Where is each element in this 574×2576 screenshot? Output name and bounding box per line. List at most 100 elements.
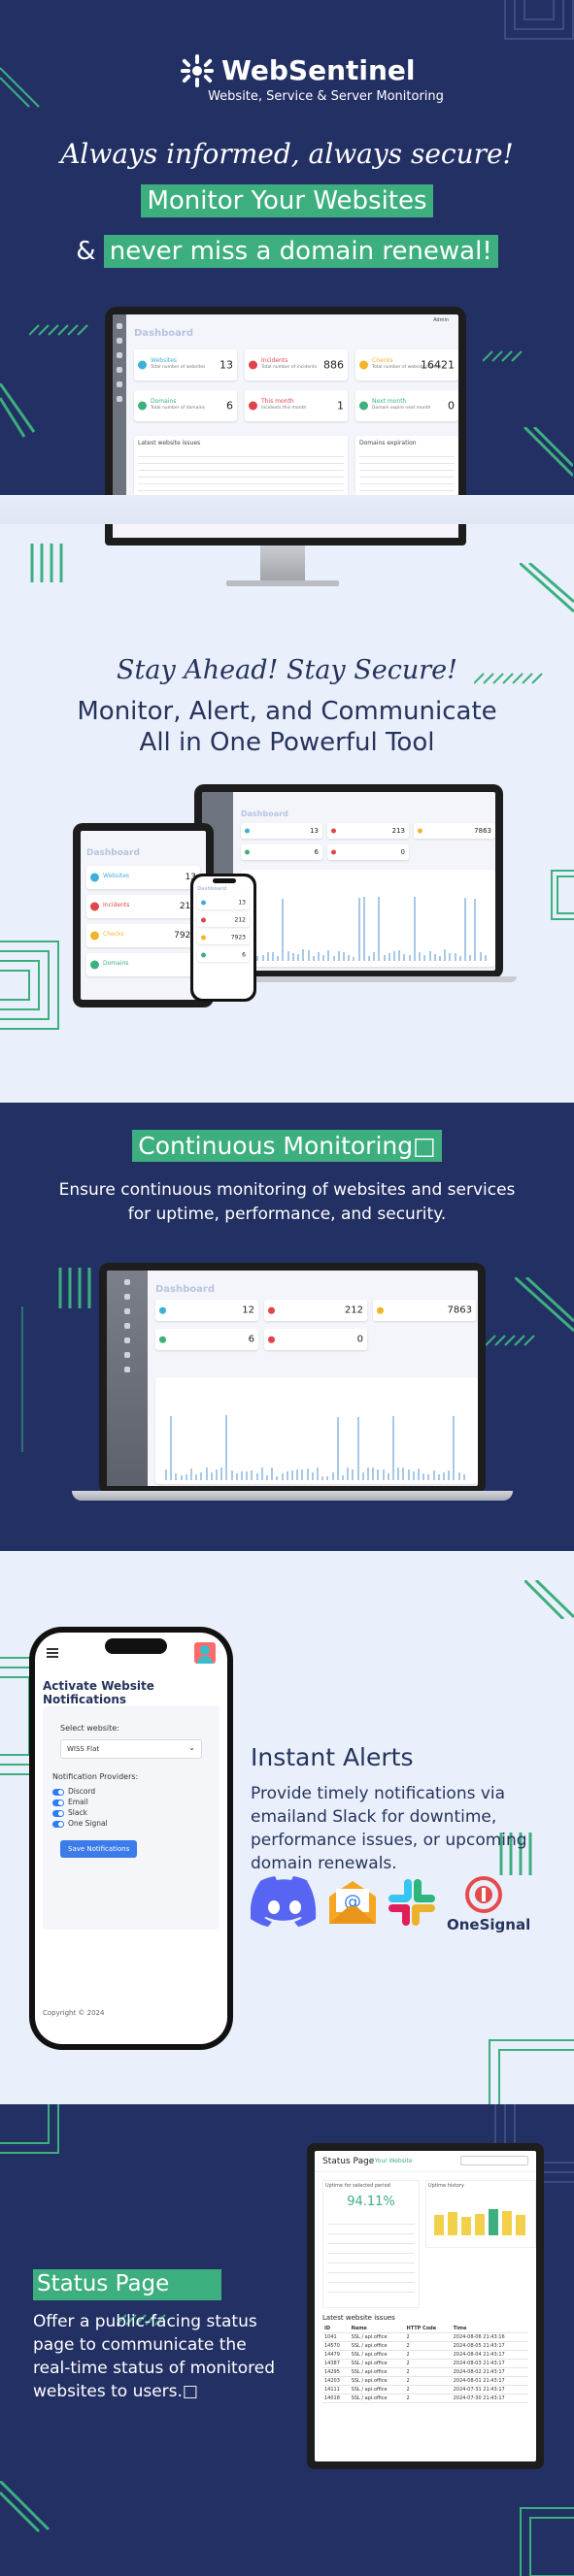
chart-bar [373, 952, 376, 961]
save-notifications-button[interactable]: Save Notifications [60, 1840, 138, 1858]
chart-bar [372, 1468, 375, 1480]
provider-toggle-row[interactable]: Email [52, 1797, 108, 1807]
provider-toggle-row[interactable]: One Signal [52, 1818, 108, 1829]
stat-card-value: 12 [242, 1305, 254, 1316]
history-bar [489, 2209, 498, 2235]
chart-bar [444, 948, 447, 961]
select-website-label: Select website: [60, 1724, 119, 1733]
phone-notch [105, 1638, 167, 1654]
stripe-decoration [499, 1833, 532, 1875]
history-bar [448, 2212, 457, 2235]
provider-toggle[interactable] [52, 1809, 64, 1817]
issues-col-header: Name [349, 2325, 405, 2333]
table-cell: 2024-08-03 21:43:17 [451, 2359, 528, 2368]
brand-logo[interactable]: WebSentinel [179, 52, 416, 89]
table-cell: SSL / api.office [349, 2385, 405, 2394]
provider-toggle[interactable] [52, 1788, 64, 1796]
uptime-value: 94.11% [347, 2195, 395, 2209]
avatar[interactable] [194, 1642, 216, 1664]
section3-title-wrap: Continuous Monitoring□ [0, 1130, 574, 1162]
chart-bar [180, 1475, 183, 1480]
provider-toggle-row[interactable]: Slack [52, 1807, 108, 1818]
slack-icon [388, 1879, 435, 1926]
stat-card: 212 [264, 1300, 367, 1321]
table-cell: 2 [404, 2332, 452, 2342]
table-cell: SSL / api.office [349, 2367, 405, 2377]
chart-bar [428, 951, 431, 961]
table-cell: 2024-08-04 21:43:17 [451, 2350, 528, 2360]
provider-toggle-row[interactable]: Discord [52, 1786, 108, 1797]
chart-bar [297, 954, 300, 961]
chart-bar [362, 897, 365, 961]
provider-label: Email [68, 1798, 88, 1806]
status-page-heading-wrap: Status Page [33, 2269, 221, 2300]
chart-bar [457, 1471, 460, 1480]
uptime-row [327, 2273, 415, 2283]
date-range-picker[interactable] [460, 2156, 528, 2165]
table-cell: SSL / api.office [349, 2332, 405, 2342]
text-line: Offer a public-facing status [33, 2312, 257, 2331]
provider-toggle[interactable] [52, 1820, 64, 1828]
email-logo: @ [327, 1879, 378, 1926]
chart-bar [175, 1472, 178, 1480]
chart-bar [418, 1468, 420, 1480]
dash-decoration [486, 1335, 535, 1346]
uptime-row [327, 2254, 415, 2263]
chart-bar [437, 1473, 440, 1480]
square-decoration [551, 870, 574, 920]
table-cell: 14018 [322, 2394, 350, 2403]
menu-icon[interactable] [47, 1646, 58, 1660]
hero-line-1: Always informed, always secure! [60, 138, 514, 170]
stripe-decoration [520, 563, 574, 613]
history-bar [461, 2216, 471, 2235]
table-cell: 2 [404, 2350, 452, 2360]
chart-bar [165, 1469, 167, 1480]
chart-bar [392, 1416, 394, 1480]
hero-section: WebSentinel Website, Service & Server Mo… [0, 0, 574, 524]
section3-desc-1: Ensure continuous monitoring of websites… [58, 1180, 516, 1200]
stat-card: 0 [327, 844, 409, 860]
stat-card-value: 13 [238, 899, 246, 907]
table-cell: 14203 [322, 2376, 350, 2386]
chart-bar [210, 1472, 213, 1480]
square-decoration [489, 2039, 574, 2104]
square-decoration [0, 941, 59, 1030]
stat-card-icon [138, 360, 147, 370]
table-cell: 14570 [322, 2341, 350, 2351]
stat-card-icon [159, 1306, 166, 1314]
stat-card-value: 13 [310, 827, 319, 835]
stat-card-value: 1 [337, 399, 344, 413]
uptime-row [327, 2234, 415, 2244]
issues-col-header: ID [322, 2325, 350, 2333]
dashboard-user[interactable]: Admin [433, 317, 449, 323]
stat-card-label: Incidents [103, 902, 130, 908]
stat-card-icon [138, 401, 147, 411]
stat-card-label: Websites [103, 873, 130, 879]
website-select[interactable]: WISS Flat ⌄ [60, 1739, 202, 1759]
chart-bar [256, 956, 259, 961]
provider-toggle[interactable] [52, 1799, 64, 1806]
chart-bar [195, 1473, 198, 1480]
stat-card-icon [201, 917, 206, 923]
text-line: domain renewals. [251, 1854, 397, 1873]
table-cell: 2024-07-30 21:43:17 [451, 2394, 528, 2403]
table-cell: 14387 [322, 2359, 350, 2368]
notification-card: Select website: WISS Flat ⌄ Notification… [43, 1706, 219, 1930]
stat-card-value: 7863 [447, 1305, 472, 1316]
stripe-decoration [0, 383, 36, 438]
stat-card-icon [359, 360, 368, 370]
stat-card-value: 13 [185, 873, 196, 882]
chart-bar [407, 1469, 410, 1480]
hero-line-3-prefix: & [76, 237, 104, 266]
uptime-row [327, 2263, 415, 2273]
chart-bar [261, 954, 264, 961]
chart-bar [353, 956, 355, 961]
stat-card: 6 [155, 1329, 258, 1350]
stat-card-icon [201, 935, 206, 941]
chart-bar [454, 953, 456, 961]
chart-bar [408, 955, 411, 961]
status-page-preview: Status Page | Your Website Uptime for se… [315, 2151, 536, 2461]
